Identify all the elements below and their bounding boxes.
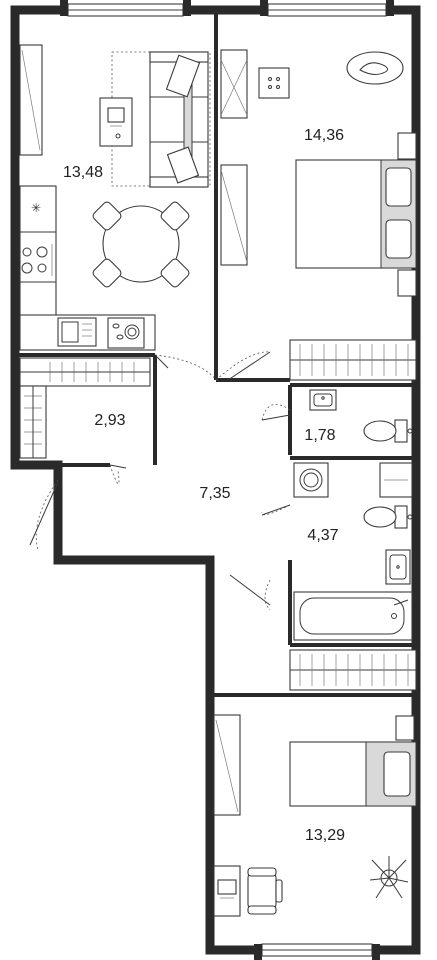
bedroom-2-room: 13,29 <box>213 714 417 917</box>
bed-icon <box>289 715 417 807</box>
room-area-label: 13,29 <box>305 827 345 844</box>
radiator-icon <box>220 164 248 266</box>
windows <box>60 0 394 960</box>
room-area-label: 13,48 <box>63 164 103 181</box>
fridge-icon: ✳ <box>31 201 41 215</box>
stove-icon <box>21 244 53 276</box>
rug-icon <box>346 51 404 85</box>
toilet-room: 1,78 <box>304 389 413 444</box>
bathroom-room: 4,37 <box>293 462 413 641</box>
wardrobe-icon <box>379 462 413 498</box>
storage-room: 2,93 <box>19 357 151 459</box>
doors <box>29 351 291 611</box>
room-area-label: 2,93 <box>94 412 125 429</box>
toilet-icon <box>363 419 413 443</box>
dining-table-icon <box>92 201 190 288</box>
room-area-label: 14,36 <box>304 127 344 144</box>
toilet-icon <box>363 505 413 529</box>
wardrobe-icon <box>220 49 248 119</box>
desk-icon <box>213 865 241 917</box>
bedroom-1-room: 14,36 <box>220 49 417 297</box>
bathtub-icon <box>293 591 413 641</box>
sink-icon <box>57 317 97 347</box>
sink-icon <box>309 389 337 411</box>
bed-icon <box>295 132 417 297</box>
nightstand-icon <box>258 67 290 99</box>
living-kitchen-room: ✳ 13,48 <box>19 44 211 351</box>
room-area-label: 1,78 <box>304 427 335 444</box>
room-area-label: 7,35 <box>199 485 230 502</box>
room-area-label: 4,37 <box>307 527 338 544</box>
plant-icon <box>369 856 409 899</box>
washing-machine-icon <box>293 462 329 498</box>
armchair-icon <box>247 867 283 915</box>
radiator-icon <box>213 714 241 816</box>
desk-icon <box>99 97 133 147</box>
wardrobe-icon <box>289 649 417 691</box>
sink-icon <box>385 549 411 585</box>
sofa-icon <box>149 51 209 188</box>
wardrobe-icon <box>289 339 417 381</box>
hallway-room: 7,35 <box>199 485 230 502</box>
washing-machine-icon <box>107 317 145 349</box>
